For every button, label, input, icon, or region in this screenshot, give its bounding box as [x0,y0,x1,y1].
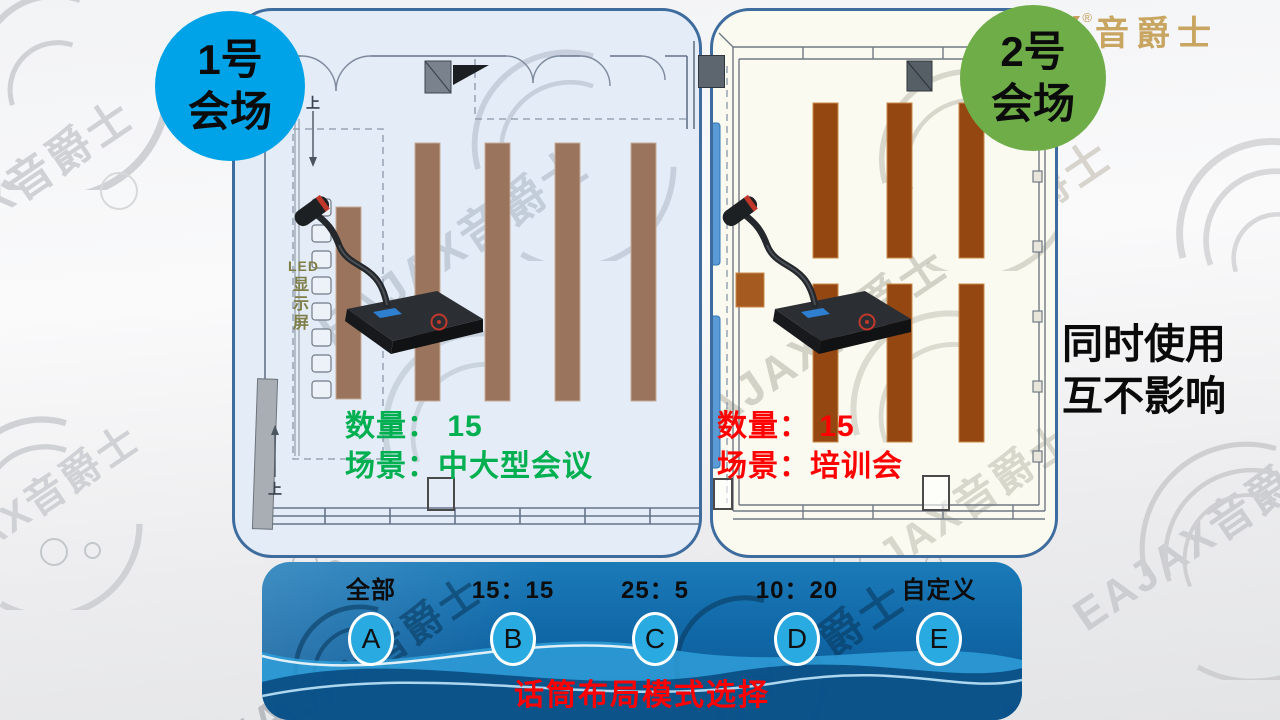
room2-plan-drawing [713,32,1055,520]
stair-label: 上 [306,95,320,111]
mode-option-25-5: 25：5 C [584,570,726,666]
side-note: 同时使用 互不影响 [1062,321,1226,419]
table [484,142,511,402]
wave-decoration [262,641,1022,720]
mode-button-c[interactable]: C [632,612,678,666]
watermark-swirl [0,0,180,190]
room1-badge: 1号会场 [155,11,305,161]
registered-icon: ® [1082,10,1092,25]
room1-quantity: 数量： 15 [345,410,483,443]
mode-panel: EAJAX音爵士 EAJAX音爵士 EAJAX音爵士 全部 A 15：15 [262,562,1022,720]
mode-options: 全部 A 15：15 B 25：5 C 10：20 D 自定义 E [300,570,1010,666]
room2-scene: 场景：培训会 [717,450,903,483]
equipment-box [698,55,725,88]
mode-button-e[interactable]: E [916,612,962,666]
room1-stats: 数量： 15 场景：中大型会议 [345,407,593,487]
led-screen-label: LED 显 示 屏 [288,258,319,332]
watermark-swirl [0,400,150,610]
room1-scene: 场景：中大型会议 [345,450,593,483]
watermark-text: EAJAX音爵士 [1064,430,1280,641]
mode-option-label: 自定义 [901,577,977,604]
mode-option-label: 25：5 [620,577,690,604]
podium [735,272,765,308]
room2-badge: 2号会场 [960,5,1106,151]
mode-button-a[interactable]: A [348,612,394,666]
mode-option-label: 全部 [346,577,396,604]
table [554,142,581,402]
mode-option-10-20: 10：20 D [726,570,868,666]
mode-option-15-15: 15：15 B [442,570,584,666]
logo-name: 音爵士 [1094,15,1218,53]
watermark-swirl [1160,120,1280,350]
mode-option-all: 全部 A [300,570,442,666]
mode-button-b[interactable]: B [490,612,536,666]
mode-option-label: 15：15 [471,577,555,604]
table [886,102,913,259]
room2-quantity: 数量： 15 [717,410,855,443]
watermark-text: EAJAX音爵士 [0,90,144,301]
table [414,142,441,402]
decor-circle [40,538,68,566]
mode-button-d[interactable]: D [774,612,820,666]
table [812,102,839,259]
stair-label: 上 [268,481,282,497]
panel-title: 话筒布局模式选择 [514,679,770,712]
decor-circle [100,172,138,210]
table [630,142,657,402]
table [335,206,362,400]
decor-circle [84,542,101,559]
watermark-swirl [1120,420,1280,680]
table [958,283,985,443]
watermark-text: EAJAX音爵士 [0,416,149,609]
room2-stats: 数量： 15 场景：培训会 [717,407,903,487]
mode-option-custom: 自定义 E [868,570,1010,666]
mode-option-label: 10：20 [755,577,839,604]
